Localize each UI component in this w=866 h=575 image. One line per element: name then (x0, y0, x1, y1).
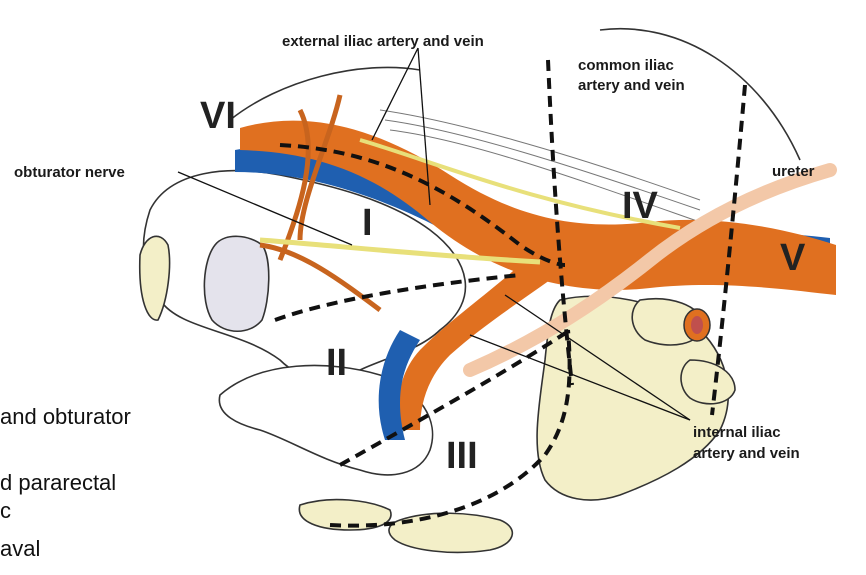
cropped-caption: and obturator d pararectal c aval (0, 404, 131, 561)
label-external-iliac: external iliac artery and vein (282, 33, 484, 50)
obturator-foramen (204, 236, 268, 331)
pubic-bone (140, 236, 170, 320)
leader-external-iliac-1 (372, 48, 418, 140)
vessel-lumen (691, 316, 703, 334)
caption-line-3: c (0, 498, 11, 523)
label-common-iliac-1: common iliac (578, 57, 674, 74)
region-vi: VI (200, 95, 236, 137)
region-ii: II (326, 342, 347, 384)
label-internal-iliac-2: artery and vein (693, 445, 800, 462)
caption-line-1: and obturator (0, 404, 131, 429)
label-ureter: ureter (772, 163, 815, 180)
label-obturator-nerve: obturator nerve (14, 164, 125, 181)
region-v: V (780, 237, 806, 279)
lower-bone-segment (299, 500, 391, 530)
coccyx (389, 513, 512, 552)
label-internal-iliac-1: internal iliac (693, 424, 781, 441)
label-common-iliac-2: artery and vein (578, 77, 685, 94)
region-i: I (362, 202, 373, 244)
region-iii: III (446, 435, 478, 477)
caption-line-4: aval (0, 536, 40, 561)
vertebra-lower (681, 360, 735, 404)
region-iv: IV (622, 185, 659, 227)
caption-line-2: d pararectal (0, 470, 116, 495)
